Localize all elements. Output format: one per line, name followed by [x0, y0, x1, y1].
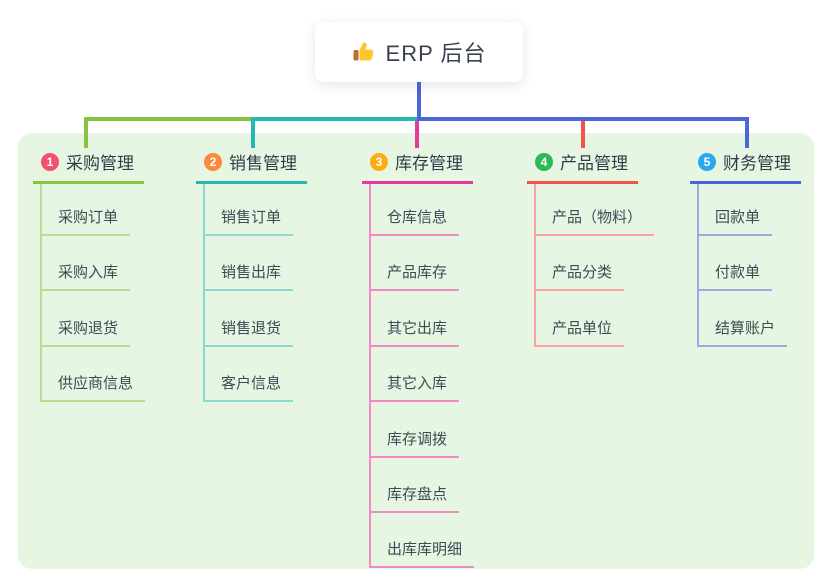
- branch-title: 采购管理: [66, 154, 134, 173]
- branch-inventory-children: 仓库信息 产品库存 其它出库 其它入库 库存调拨 库存盘点 出库库明细: [369, 184, 475, 569]
- child-node[interactable]: 产品单位: [536, 291, 625, 347]
- branch-2-horizontal-connector: [253, 117, 417, 121]
- child-node[interactable]: 客户信息: [205, 347, 294, 403]
- branch-title: 库存管理: [395, 154, 463, 173]
- branch-number-badge: 3: [370, 152, 388, 171]
- branch-product-node[interactable]: 4 产品管理: [527, 146, 638, 184]
- branch-number-badge: 2: [204, 152, 222, 171]
- branch-title: 销售管理: [229, 154, 297, 173]
- child-node[interactable]: 回款单: [699, 184, 773, 236]
- child-node[interactable]: 仓库信息: [371, 184, 460, 236]
- branch-sales-children: 销售订单 销售出库 销售退货 客户信息: [203, 184, 294, 403]
- branch-title: 产品管理: [560, 154, 628, 173]
- child-node[interactable]: 销售订单: [205, 184, 294, 236]
- branch-1-horizontal-connector: [86, 117, 253, 121]
- branch-inventory: 3 库存管理 仓库信息 产品库存 其它出库 其它入库 库存调拨 库存盘点 出库库…: [362, 146, 475, 569]
- branch-product-children: 产品（物料） 产品分类 产品单位: [534, 184, 655, 347]
- child-node[interactable]: 库存盘点: [371, 458, 460, 513]
- child-node[interactable]: 产品分类: [536, 236, 625, 292]
- child-node[interactable]: 库存调拨: [371, 402, 460, 458]
- branch-5-horizontal-connector: [417, 117, 748, 121]
- branch-sales-node[interactable]: 2 销售管理: [196, 146, 307, 184]
- root-node-title: ERP 后台: [385, 41, 487, 66]
- branch-5-drop-connector: [745, 117, 749, 148]
- child-node[interactable]: 采购退货: [42, 291, 131, 347]
- child-node[interactable]: 其它出库: [371, 291, 460, 347]
- branch-product: 4 产品管理 产品（物料） 产品分类 产品单位: [527, 146, 655, 347]
- thumbs-up-icon: [352, 40, 376, 64]
- branch-title: 财务管理: [723, 154, 791, 173]
- child-node[interactable]: 出库库明细: [371, 513, 475, 569]
- branch-purchase-node[interactable]: 1 采购管理: [33, 146, 144, 184]
- branch-finance: 5 财务管理 回款单 付款单 结算账户: [690, 146, 801, 347]
- child-node[interactable]: 付款单: [699, 236, 773, 292]
- branch-purchase-children: 采购订单 采购入库 采购退货 供应商信息: [40, 184, 146, 403]
- child-node[interactable]: 采购入库: [42, 236, 131, 292]
- branch-1-drop-connector: [84, 117, 88, 148]
- child-node[interactable]: 销售出库: [205, 236, 294, 292]
- child-node[interactable]: 结算账户: [699, 291, 788, 347]
- child-node[interactable]: 其它入库: [371, 347, 460, 403]
- branch-number-badge: 1: [41, 152, 59, 171]
- child-node[interactable]: 产品库存: [371, 236, 460, 292]
- branches-background-panel: [18, 133, 814, 569]
- root-trunk-connector: [417, 82, 421, 121]
- branch-3-drop-connector: [415, 121, 419, 148]
- branch-4-drop-connector: [581, 121, 585, 148]
- branch-inventory-node[interactable]: 3 库存管理: [362, 146, 473, 184]
- branch-finance-node[interactable]: 5 财务管理: [690, 146, 801, 184]
- child-node[interactable]: 产品（物料）: [536, 184, 655, 236]
- branch-number-badge: 5: [698, 152, 716, 171]
- branch-2-drop-connector: [251, 117, 255, 148]
- branch-finance-children: 回款单 付款单 结算账户: [697, 184, 788, 347]
- child-node[interactable]: 供应商信息: [42, 347, 146, 403]
- child-node[interactable]: 销售退货: [205, 291, 294, 347]
- branch-sales: 2 销售管理 销售订单 销售出库 销售退货 客户信息: [196, 146, 307, 403]
- branch-purchase: 1 采购管理 采购订单 采购入库 采购退货 供应商信息: [33, 146, 146, 403]
- branch-number-badge: 4: [535, 152, 553, 171]
- root-node-erp[interactable]: ERP 后台: [315, 22, 523, 82]
- child-node[interactable]: 采购订单: [42, 184, 131, 236]
